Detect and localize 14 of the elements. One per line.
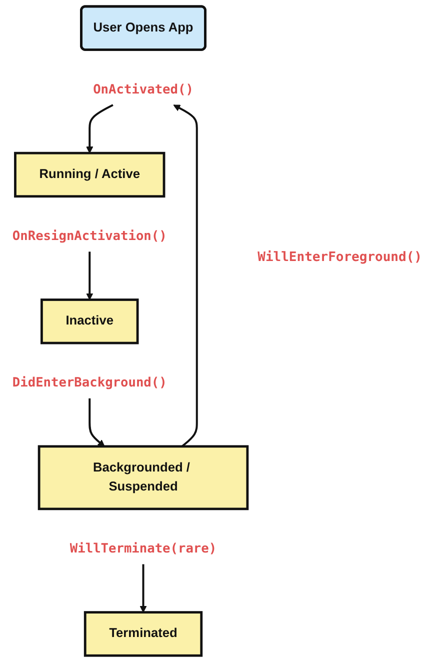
node-box: Running / Active [14, 152, 166, 198]
arrow [86, 104, 114, 154]
node-text: OnResignActivation() [12, 228, 167, 244]
node-box: Inactive [40, 298, 139, 344]
arrow [140, 564, 147, 613]
node-box: Backgrounded / Suspended [38, 445, 249, 510]
arrow [88, 398, 105, 447]
node-text: DidEnterBackground() [12, 374, 167, 390]
event-label: WillEnterForeground() [258, 250, 422, 265]
arrow [173, 104, 198, 448]
node-text: OnActivated() [93, 81, 194, 97]
node-box: Terminated [84, 611, 203, 657]
arrow [86, 252, 94, 300]
node-text: WillTerminate(rare) [70, 540, 217, 556]
